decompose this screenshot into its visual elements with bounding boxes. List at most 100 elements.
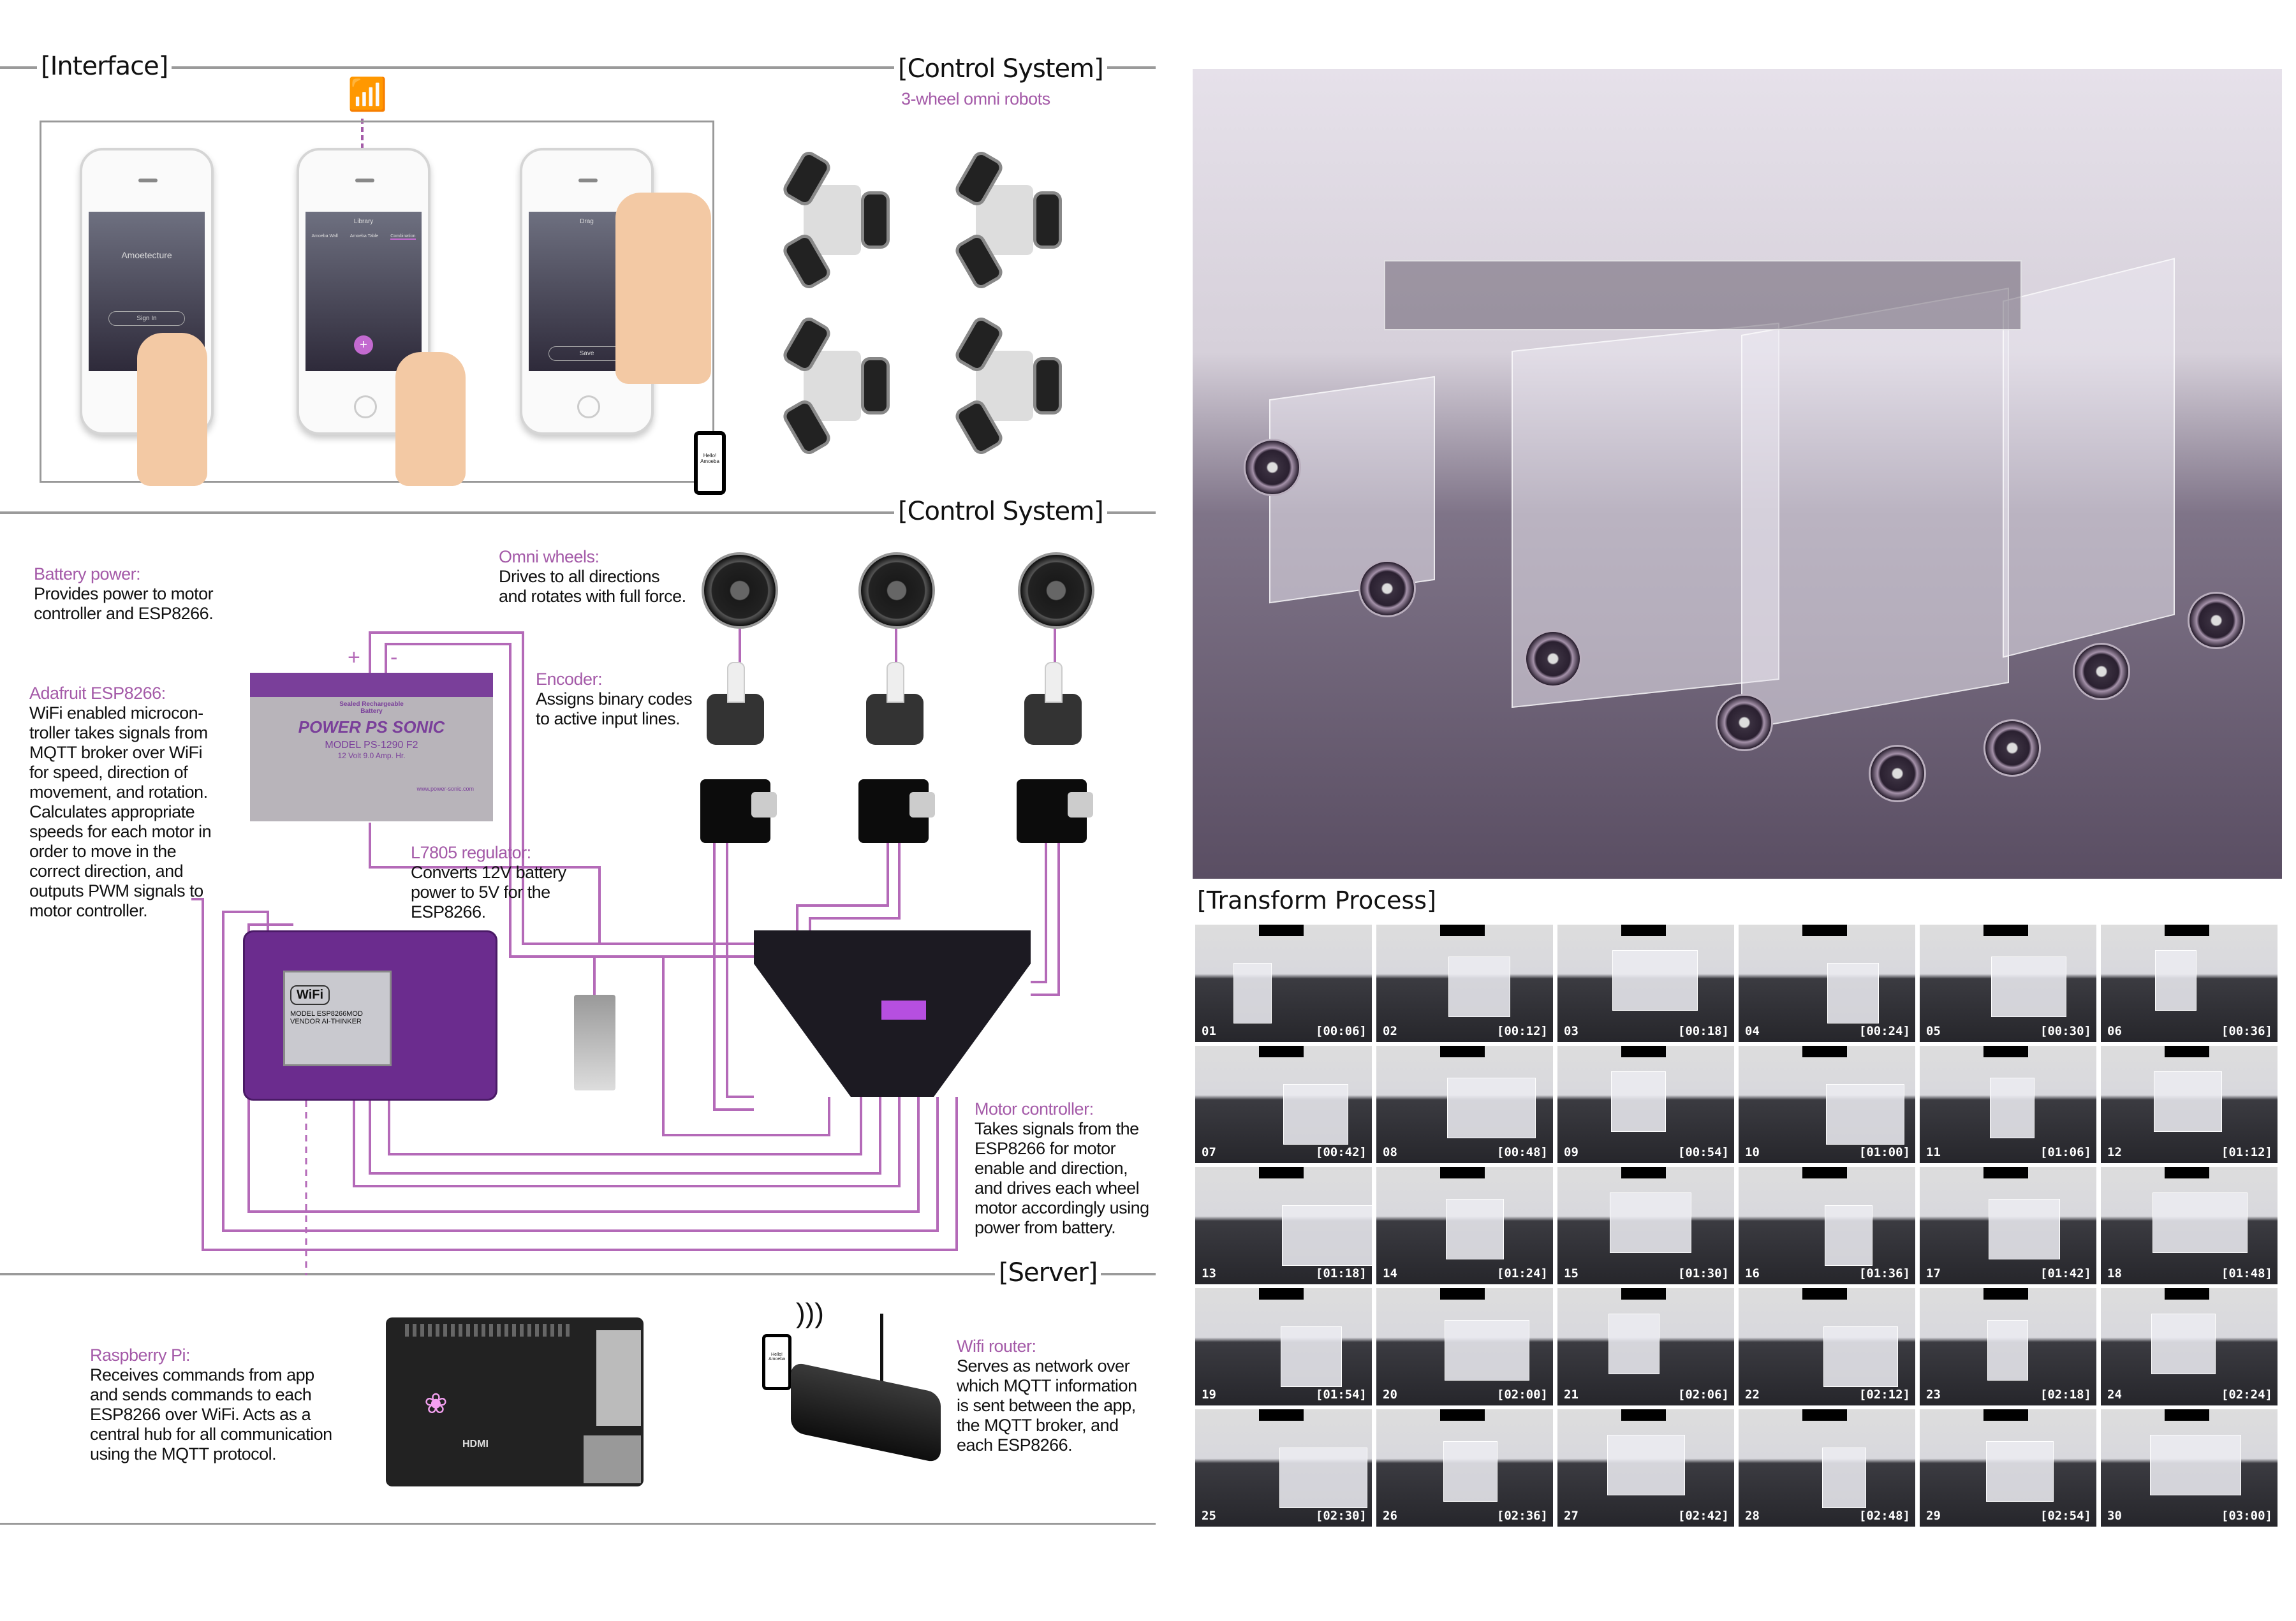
usb-ports [596, 1330, 641, 1426]
section-title-transform: [Transform Process] [1197, 886, 1436, 914]
omni-robot-4 [938, 314, 1071, 458]
regulator-annotation: L7805 regulator: Converts 12V battery po… [411, 843, 566, 922]
esp-module-text: MODEL ESP8266MOD VENDOR AI-THINKER [290, 1010, 363, 1025]
transform-frame: 14[01:24] [1376, 1167, 1553, 1284]
esp-annotation: Adafruit ESP8266: WiFi enabled microcon-… [29, 684, 212, 921]
frame-number: 02 [1383, 1024, 1397, 1038]
pi-text: Receives commands from app and sends com… [90, 1365, 332, 1463]
transform-frame: 24[02:24] [2101, 1288, 2278, 1405]
hand-illustration [615, 193, 711, 384]
tab-amoeba-table[interactable]: Amoeba Table [350, 234, 379, 238]
omni-annotation: Omni wheels: Drives to all directions an… [499, 547, 686, 606]
frame-timestamp: [00:18] [1677, 1024, 1729, 1038]
wire-battery-negative [385, 643, 823, 958]
frame-timestamp: [01:36] [1858, 1266, 1910, 1280]
transform-frame: 21[02:06] [1557, 1288, 1734, 1405]
frame-number: 11 [1926, 1145, 1941, 1159]
frame-timestamp: [01:06] [2040, 1145, 2091, 1159]
frame-timestamp: [03:00] [2221, 1509, 2272, 1523]
battery-image: Sealed Rechargeable Battery POWER PS SON… [250, 673, 493, 821]
wire-pwm-6 [388, 1097, 862, 1155]
raspberry-pi-board: ❀ HDMI [386, 1317, 644, 1486]
wire-pwm-3 [247, 923, 920, 1213]
mini-phone-text: Hello! Amoeba [768, 1353, 786, 1361]
frame-timestamp: [02:36] [1496, 1509, 1548, 1523]
frame-timestamp: [02:24] [2221, 1388, 2272, 1402]
wire-pwm-2 [222, 911, 939, 1232]
wifi-router [791, 1361, 941, 1463]
tab-amoeba-wall[interactable]: Amoeba Wall [311, 234, 338, 238]
motor-controller-label: Motor controller: [975, 1099, 1094, 1119]
frame-number: 09 [1564, 1145, 1578, 1159]
transform-frame: 17[01:42] [1920, 1167, 2096, 1284]
frame-timestamp: [01:48] [2221, 1266, 2272, 1280]
omni-robot-2 [938, 148, 1071, 292]
l7805-regulator [574, 995, 615, 1090]
divider-control [0, 511, 1156, 514]
frame-number: 28 [1745, 1509, 1760, 1523]
encoder-1 [707, 662, 764, 745]
transform-frame: 20[02:00] [1376, 1288, 1553, 1405]
transform-frame: 10[01:00] [1739, 1046, 1915, 1163]
transform-frame: 19[01:54] [1195, 1288, 1372, 1405]
frame-timestamp: [02:54] [2040, 1509, 2091, 1523]
frame-timestamp: [02:18] [2040, 1388, 2091, 1402]
transform-frame: 09[00:54] [1557, 1046, 1734, 1163]
battery-text: Provides power to motor controller and E… [34, 584, 214, 623]
frame-timestamp: [00:36] [2221, 1024, 2272, 1038]
transform-frame: 02 [00:12] [1376, 925, 1553, 1042]
divider-server [0, 1273, 1156, 1275]
battery-minus-sign: - [390, 645, 398, 670]
frame-timestamp: [00:12] [1496, 1024, 1548, 1038]
transform-frame: 29[02:54] [1920, 1409, 2096, 1527]
section-title-server: [Server] [995, 1258, 1101, 1288]
frame-number: 17 [1926, 1266, 1941, 1280]
transform-frame: 28 [02:48] [1739, 1409, 1915, 1527]
omni-robot-1 [765, 148, 899, 292]
encoder-3 [1024, 662, 1082, 745]
hand-illustration [137, 333, 207, 486]
battery-plus-sign: + [348, 645, 360, 670]
home-button [354, 395, 377, 418]
wire-pwm-1 [191, 898, 958, 1251]
esp-module: WiFi MODEL ESP8266MOD VENDOR AI-THINKER [283, 971, 392, 1066]
frame-number: 13 [1202, 1266, 1216, 1280]
section-title-control-top: [Control System] [894, 54, 1107, 84]
frame-timestamp: [02:06] [1677, 1388, 1729, 1402]
pi-annotation: Raspberry Pi: Receives commands from app… [90, 1346, 332, 1464]
sign-in-button[interactable]: Sign In [108, 311, 185, 326]
frame-timestamp: [02:48] [1858, 1509, 1910, 1523]
add-button[interactable]: + [354, 335, 373, 355]
hdmi-label: HDMI [462, 1439, 489, 1449]
frame-timestamp: [01:18] [1315, 1266, 1367, 1280]
transform-frame: 23[02:18] [1920, 1288, 2096, 1405]
wire-pwm-7 [662, 957, 830, 1136]
robots-furniture-photo [1193, 69, 2282, 879]
frame-number: 06 [2107, 1024, 2122, 1038]
pi-label: Raspberry Pi: [90, 1346, 191, 1365]
encoder-text: Assigns binary codes to active input lin… [536, 689, 693, 728]
wire-encoder-2 [796, 823, 889, 937]
transform-frame: 13 [01:18] [1195, 1167, 1372, 1284]
transform-frame: 25[02:30] [1195, 1409, 1372, 1527]
mini-phone-icon: Hello! Amoeba [762, 1334, 791, 1390]
controller-chip [881, 1001, 926, 1020]
frame-timestamp: [00:42] [1315, 1145, 1367, 1159]
frame-number: 04 [1745, 1024, 1760, 1038]
transform-frame: 18 [01:48] [2101, 1167, 2278, 1284]
esp-label: Adafruit ESP8266: [29, 684, 166, 703]
regulator-label: L7805 regulator: [411, 843, 531, 862]
frame-number: 01 [1202, 1024, 1216, 1038]
frame-number: 18 [2107, 1266, 2122, 1280]
wifi-signal-icon: ))) [796, 1298, 824, 1329]
frame-number: 16 [1745, 1266, 1760, 1280]
dashed-link-pi-esp [305, 1101, 307, 1275]
raspberry-logo: ❀ [424, 1388, 448, 1419]
transform-frame: 16 [01:36] [1739, 1167, 1915, 1284]
mini-phone-icon: Hello! Amoeba [694, 431, 726, 495]
phone-screen[interactable]: Library Amoeba Wall Amoeba Table Combina… [305, 212, 422, 371]
interface-frame: Amoetecture Sign In Library Amoeba Wall … [40, 121, 714, 486]
wire-battery-regulator [369, 823, 601, 944]
frame-number: 12 [2107, 1145, 2122, 1159]
tab-combination[interactable]: Combination [390, 234, 416, 240]
